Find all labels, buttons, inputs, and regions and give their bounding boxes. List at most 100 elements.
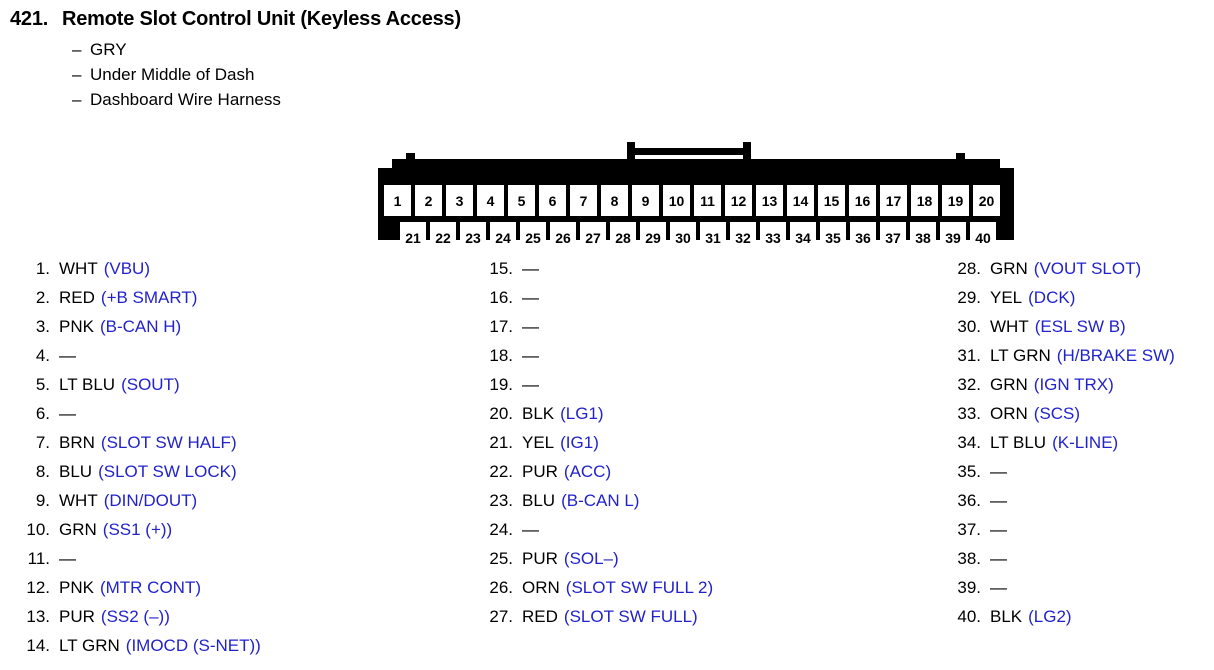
pin-wire-color: GRN bbox=[59, 520, 97, 539]
pin-number: 38. bbox=[957, 549, 981, 568]
pin-number: 36. bbox=[957, 491, 981, 510]
pin-wire-color: PNK bbox=[59, 578, 94, 597]
pin-list-item: 35.— bbox=[945, 462, 1175, 491]
pin-signal-name: (LG1) bbox=[560, 404, 604, 423]
pin-signal-name: (SS1 (+)) bbox=[102, 520, 173, 539]
connector-pin-28: 28 bbox=[610, 222, 636, 253]
pin-list-item: 21.YEL(IG1) bbox=[477, 433, 713, 462]
pin-unused-mark: — bbox=[522, 259, 539, 278]
pin-signal-name: (SLOT SW HALF) bbox=[100, 433, 237, 452]
pin-list-item: 15. — bbox=[477, 259, 713, 288]
connector-pin-11: 11 bbox=[694, 185, 721, 216]
pin-number: 11. bbox=[27, 549, 50, 568]
pin-signal-name: (B-CAN L) bbox=[561, 491, 640, 510]
pin-signal-name: (H/BRAKE SW) bbox=[1056, 346, 1175, 365]
pin-signal-name: (SLOT SW FULL) bbox=[563, 607, 698, 626]
connector-pin-9: 9 bbox=[632, 185, 659, 216]
pin-list-item: 38. — bbox=[945, 549, 1175, 578]
connector-pin-32: 32 bbox=[730, 222, 756, 253]
section-number: 421. bbox=[10, 8, 49, 30]
pin-unused-mark: — bbox=[522, 346, 539, 365]
pin-signal-name: (SLOT SW LOCK) bbox=[98, 462, 237, 481]
pin-number: 8. bbox=[35, 462, 50, 481]
pin-number: 20. bbox=[489, 404, 513, 423]
connector-pin-24: 24 bbox=[490, 222, 516, 253]
pin-list-item: 24.— bbox=[477, 520, 713, 549]
pin-list-item: 13.PUR(SS2 (–)) bbox=[14, 607, 261, 636]
pin-list-item: 14.LT GRN(IMOCD (S-NET)) bbox=[14, 636, 260, 665]
pin-list-item: 32.GRN(IGN TRX) bbox=[945, 375, 1175, 404]
pin-signal-name: (SOL–) bbox=[563, 549, 619, 568]
connector-pin-3: 3 bbox=[446, 185, 473, 216]
connector-pin-25: 25 bbox=[520, 222, 546, 253]
pin-number: 28. bbox=[957, 259, 981, 278]
pin-number: 17. bbox=[489, 317, 513, 336]
pin-number: 4. bbox=[35, 346, 50, 365]
pin-number: 27. bbox=[489, 607, 513, 626]
pin-unused-mark: — bbox=[59, 346, 76, 365]
pin-number: 14. bbox=[26, 636, 50, 655]
detail-list: –GRY–Under Middle of Dash–Dashboard Wire… bbox=[0, 37, 1214, 112]
pin-wire-color: PNK bbox=[59, 317, 94, 336]
pin-list-item: 26.ORN(SLOT SW FULL 2) bbox=[477, 578, 713, 607]
pin-wire-color: LT GRN bbox=[990, 346, 1051, 365]
pin-number: 24. bbox=[489, 520, 513, 539]
pin-wire-color: ORN bbox=[990, 404, 1028, 423]
connector-pin-7: 7 bbox=[570, 185, 597, 216]
pin-list-item: 17.— bbox=[477, 317, 713, 346]
pin-list-item: 16.— bbox=[477, 288, 713, 317]
pin-unused-mark: — bbox=[59, 404, 76, 423]
pin-wire-color: WHT bbox=[59, 491, 98, 510]
connector-pin-39: 39 bbox=[940, 222, 966, 253]
detail-text: GRY bbox=[90, 40, 127, 59]
connector-pin-1: 1 bbox=[384, 185, 411, 216]
pin-list-column-1: 1.WHT(VBU)2.RED(+B SMART)3.PNK(B-CAN H)4… bbox=[14, 259, 261, 665]
pin-list-item: 6.— bbox=[14, 404, 261, 433]
connector-pin-33: 33 bbox=[760, 222, 786, 253]
connector-pin-31: 31 bbox=[700, 222, 726, 253]
pin-number: 29. bbox=[957, 288, 981, 307]
pin-number: 10. bbox=[26, 520, 50, 539]
pin-wire-color: LT BLU bbox=[59, 375, 116, 394]
pin-list-item: 2.RED(+B SMART) bbox=[14, 288, 261, 317]
pin-signal-name: (MTR CONT) bbox=[99, 578, 201, 597]
detail-dash: – bbox=[72, 40, 82, 59]
pin-wire-color: YEL bbox=[522, 433, 555, 452]
pin-number: 39. bbox=[957, 578, 981, 597]
pin-list-item: 23.BLU(B-CAN L) bbox=[477, 491, 713, 520]
connector-pin-23: 23 bbox=[460, 222, 486, 253]
pin-signal-name: (IG1) bbox=[560, 433, 599, 452]
pin-wire-color: LT BLU bbox=[990, 433, 1047, 452]
connector-pin-38: 38 bbox=[910, 222, 936, 253]
connector-pin-26: 26 bbox=[550, 222, 576, 253]
pin-wire-color: PUR bbox=[522, 462, 558, 481]
pin-signal-name: (K-LINE) bbox=[1052, 433, 1119, 452]
pin-list-item: 9.WHT(DIN/DOUT) bbox=[14, 491, 261, 520]
connector-tab-left bbox=[406, 153, 415, 160]
pin-number: 9. bbox=[35, 491, 50, 510]
pin-list-item: 3.PNK(B-CAN H) bbox=[14, 317, 261, 346]
connector-latch-icon bbox=[627, 142, 751, 168]
connector-pin-8: 8 bbox=[601, 185, 628, 216]
section-title: Remote Slot Control Unit (Keyless Access… bbox=[62, 8, 461, 30]
pin-wire-color: RED bbox=[59, 288, 95, 307]
pin-list-column-2: 15.—16.—17.—18.—19.—20.BLK(LG1)21.YEL(IG… bbox=[477, 259, 713, 636]
pin-number: 22. bbox=[489, 462, 513, 481]
pin-number: 23. bbox=[489, 491, 513, 510]
pin-unused-mark: — bbox=[990, 578, 1007, 597]
connector-pin-27: 27 bbox=[580, 222, 606, 253]
pin-signal-name: (B-CAN H) bbox=[99, 317, 182, 336]
pin-number: 15. bbox=[489, 259, 513, 278]
pin-wire-color: YEL bbox=[990, 288, 1023, 307]
pin-signal-name: (SS2 (–)) bbox=[100, 607, 170, 626]
pin-list-column-3: 28.GRN(VOUT SLOT)29.YEL(DCK)30.WHT(ESL S… bbox=[945, 259, 1175, 636]
pin-unused-mark: — bbox=[522, 288, 539, 307]
pin-number: 37. bbox=[957, 520, 981, 539]
pin-wire-color: BLK bbox=[990, 607, 1023, 626]
pin-unused-mark: — bbox=[990, 549, 1007, 568]
pin-wire-color: LT GRN bbox=[59, 636, 120, 655]
pin-number: 40. bbox=[957, 607, 981, 626]
detail-text: Under Middle of Dash bbox=[90, 65, 255, 84]
